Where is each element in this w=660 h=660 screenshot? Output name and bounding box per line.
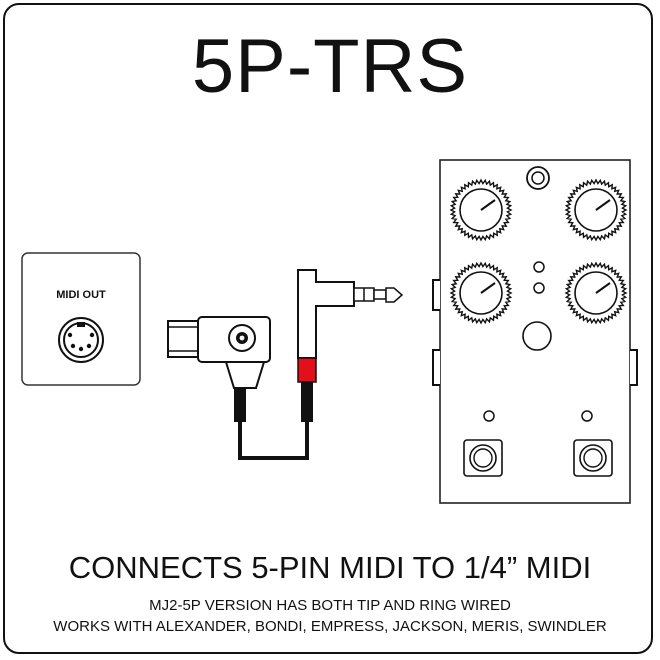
knob-icon bbox=[564, 261, 628, 325]
knob-icon bbox=[564, 178, 628, 242]
left-jack-icon bbox=[432, 349, 440, 386]
trs-plug-icon bbox=[297, 269, 404, 422]
page-title: 5P-TRS bbox=[191, 24, 469, 109]
led-icon bbox=[533, 282, 545, 294]
footswitch-icon bbox=[573, 439, 613, 477]
cable bbox=[238, 420, 309, 460]
right-jack-icon bbox=[630, 349, 638, 386]
din-plug-icon bbox=[167, 316, 271, 422]
logo-badge-icon bbox=[228, 324, 256, 352]
led-icon bbox=[533, 261, 545, 273]
ring-wire-band bbox=[297, 357, 317, 383]
toggle-switch-icon bbox=[522, 321, 552, 351]
midi-out-panel: MIDI OUT bbox=[21, 252, 141, 386]
connection-diagram: MIDI OUT bbox=[21, 159, 638, 504]
led-icon bbox=[483, 410, 495, 422]
pedal bbox=[432, 159, 638, 504]
knob-icon bbox=[449, 261, 513, 325]
knob-icon bbox=[449, 178, 513, 242]
note-line: MJ2-5P VERSION HAS BOTH TIP AND RING WIR… bbox=[149, 597, 511, 614]
note-line: WORKS WITH ALEXANDER, BONDI, EMPRESS, JA… bbox=[53, 618, 607, 635]
din-5pin-icon bbox=[58, 317, 104, 363]
midi-out-label: MIDI OUT bbox=[56, 289, 106, 301]
footswitch-icon bbox=[463, 439, 503, 477]
card-border bbox=[3, 3, 653, 654]
subtitle: CONNECTS 5-PIN MIDI TO 1/4” MIDI bbox=[68, 550, 592, 585]
led-icon bbox=[581, 410, 593, 422]
left-jack-icon bbox=[432, 279, 440, 311]
